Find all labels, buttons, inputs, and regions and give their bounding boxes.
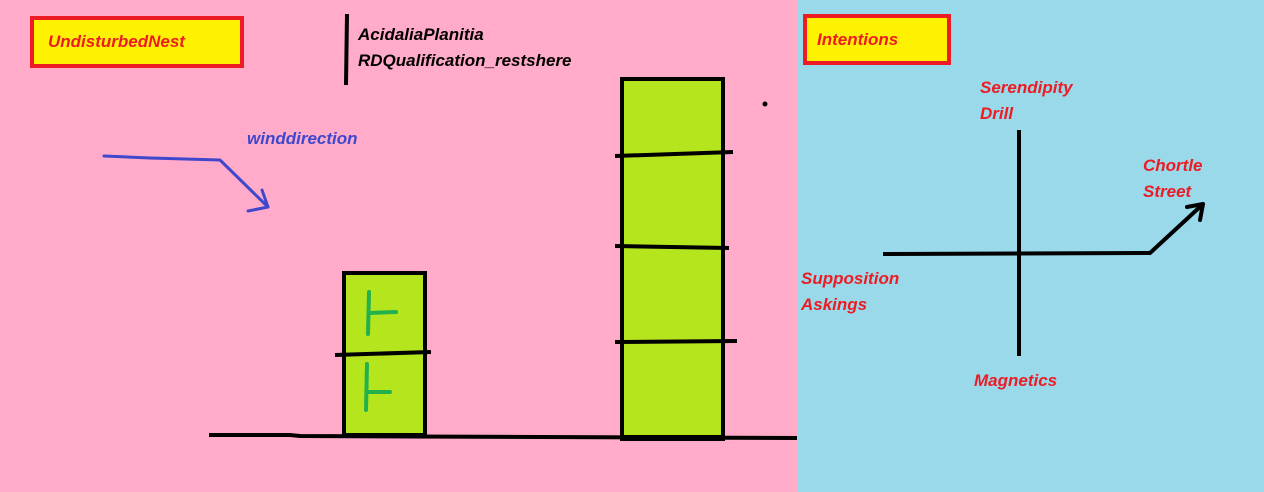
location-qualification: RDQualification_restshere [358,51,572,70]
axis-left-label-line1: Supposition [801,269,900,288]
axis-top-label-line2: Drill [980,104,1014,123]
small-block [334,271,432,437]
axis-right-label-line1: Chortle [1143,156,1203,175]
horizontal-axis [882,251,1151,256]
right-panel [797,0,1264,492]
location-name: AcidaliaPlanitia [358,25,484,44]
location-bracket [344,13,349,86]
tall-block [614,77,738,441]
ground-line [209,433,798,440]
seedling-mark-upper [366,290,398,336]
dot-mark [762,101,768,107]
axis-left-label-line2: Askings [801,295,868,314]
seedling-mark-lower [364,362,392,412]
axis-top-label-line1: Serendipity [980,78,1073,97]
up-right-arrow-icon [1148,202,1205,255]
axis-bottom-label: Magnetics [974,371,1058,390]
axis-right-label-line2: Street [1143,182,1192,201]
wind-direction-label: winddirection [247,129,358,148]
wind-arrow-icon [102,154,270,213]
intentions-tag: Intentions [803,14,951,65]
undisturbed-nest-tag: UndisturbedNest [30,16,244,68]
